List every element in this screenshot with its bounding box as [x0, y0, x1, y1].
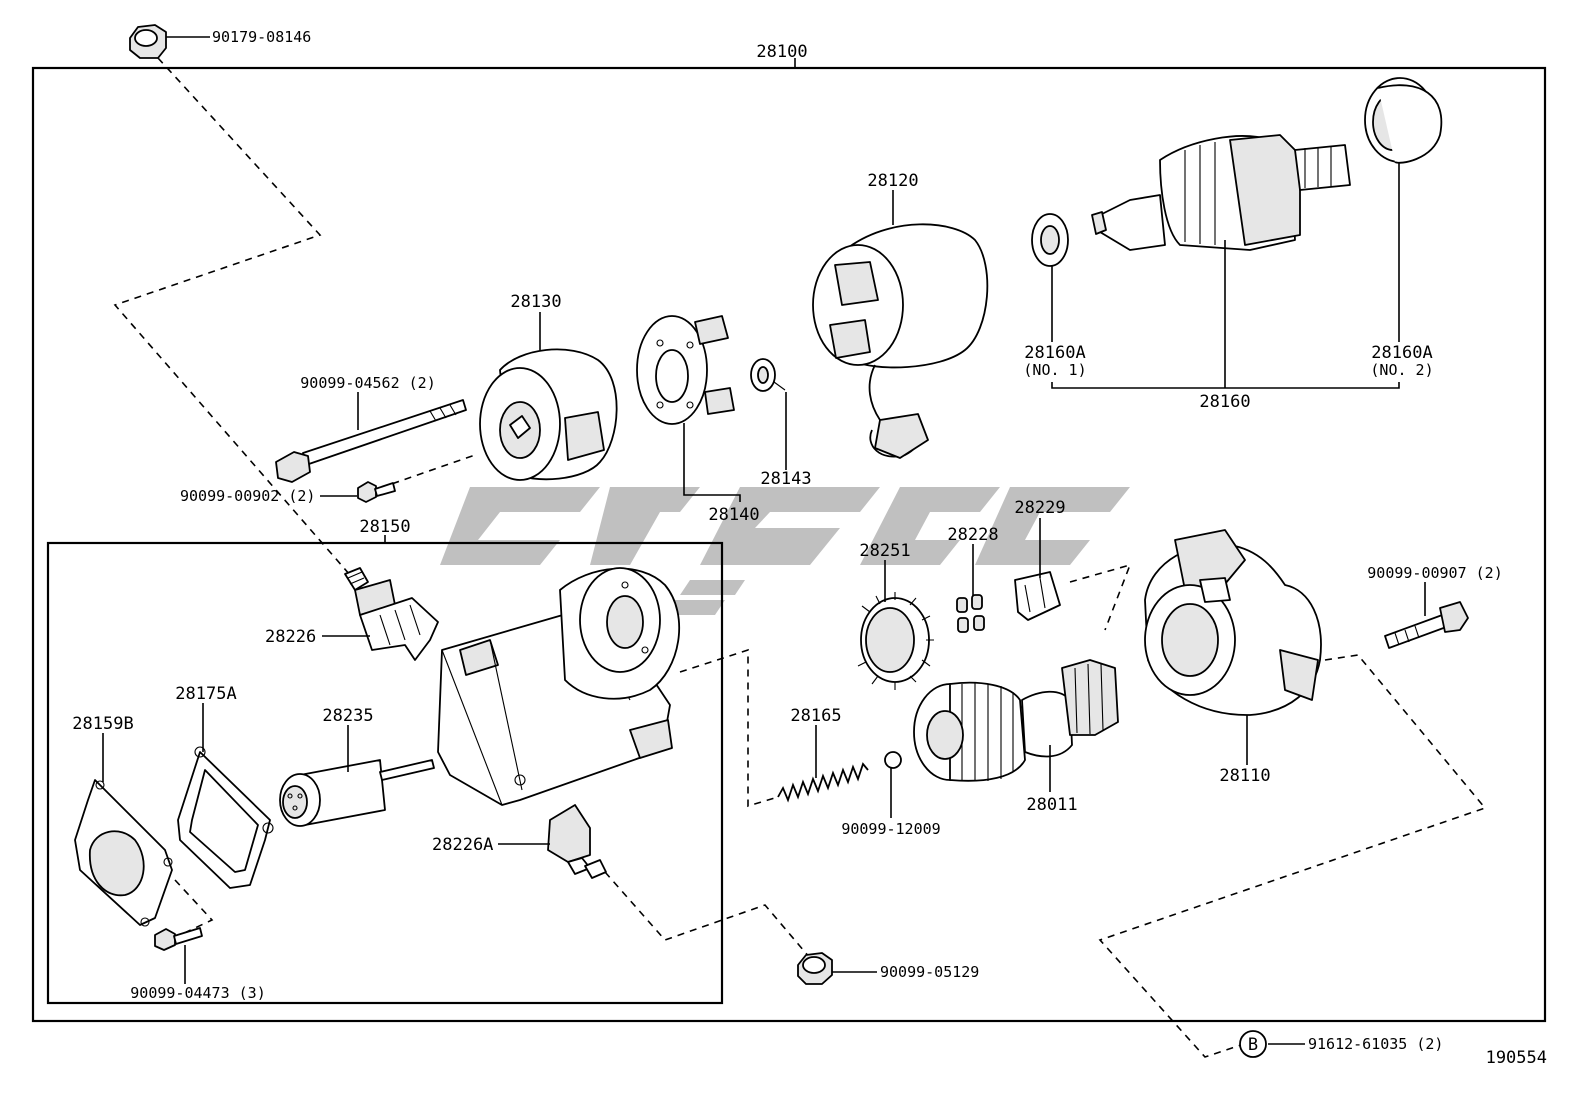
label-28251[interactable]: 28251	[859, 541, 910, 561]
assembly-guide-lines	[113, 57, 1487, 1058]
label-28160a-no2[interactable]: 28160A	[1371, 343, 1432, 363]
drawing-number: 190554	[1486, 1048, 1547, 1068]
callout-b-circle: B	[1239, 1030, 1267, 1058]
label-28100: 28100	[756, 42, 807, 62]
label-90099-00907[interactable]: 90099-00907 (2)	[1367, 564, 1502, 582]
label-90179-08146[interactable]: 90179-08146	[212, 28, 311, 46]
label-28160a-no2-note: (NO. 2)	[1370, 361, 1433, 379]
label-28160a-no1-note: (NO. 1)	[1023, 361, 1086, 379]
bolt-90099-00907[interactable]	[1384, 601, 1469, 649]
label-90099-04473[interactable]: 90099-04473 (3)	[130, 984, 265, 1002]
label-28150: 28150	[359, 517, 410, 537]
switch-cover-28159b[interactable]	[74, 779, 173, 927]
screw-90099-04473[interactable]	[154, 927, 203, 951]
label-90099-00902[interactable]: 90099-00902 (2)	[180, 487, 315, 505]
assembly-frame-28100	[31, 58, 1547, 1023]
subassembly-frame-28150	[46, 535, 724, 1005]
label-28226[interactable]: 28226	[265, 627, 316, 647]
label-28165[interactable]: 28165	[790, 706, 841, 726]
nut-90179-08146[interactable]	[129, 24, 167, 59]
steel-ball-90099-12009[interactable]	[884, 751, 902, 769]
armature-28160[interactable]	[1091, 134, 1351, 251]
label-28228[interactable]: 28228	[947, 525, 998, 545]
label-90099-04562[interactable]: 90099-04562 (2)	[300, 374, 435, 392]
commutator-end-frame-28130[interactable]	[479, 348, 618, 481]
bearing-28160a-no1[interactable]	[1031, 213, 1069, 267]
label-28175a[interactable]: 28175A	[175, 684, 236, 704]
label-28160[interactable]: 28160	[1199, 392, 1250, 412]
terminal-kit-28226[interactable]	[344, 567, 439, 661]
label-28120[interactable]: 28120	[867, 171, 918, 191]
label-90099-05129[interactable]: 90099-05129	[880, 963, 979, 981]
starter-housing-28110[interactable]	[1144, 529, 1322, 716]
plunger-28235[interactable]	[279, 759, 435, 827]
clutch-rollers-28228[interactable]	[956, 594, 985, 633]
label-28226a[interactable]: 28226A	[432, 835, 493, 855]
label-28160a-no1[interactable]: 28160A	[1024, 343, 1085, 363]
leader-lines	[102, 36, 1426, 1045]
return-spring-28165[interactable]	[777, 762, 869, 803]
brush-holder-28140[interactable]	[636, 315, 735, 425]
gasket-28175a[interactable]	[177, 746, 274, 889]
brush-spring-28143[interactable]	[750, 358, 786, 392]
terminal-kit-28226a[interactable]	[547, 804, 607, 879]
watermark-logo	[440, 487, 1130, 615]
callout-b-letter: B	[1248, 1035, 1258, 1055]
label-28140[interactable]: 28140	[708, 505, 759, 525]
label-28143[interactable]: 28143	[760, 469, 811, 489]
starter-clutch-28011[interactable]	[913, 659, 1119, 782]
label-28159b[interactable]: 28159B	[72, 714, 133, 734]
label-28130[interactable]: 28130	[510, 292, 561, 312]
roller-retainer-28229[interactable]	[1014, 571, 1061, 621]
label-28011[interactable]: 28011	[1026, 795, 1077, 815]
label-91612-61035[interactable]: 91612-61035 (2)	[1308, 1035, 1443, 1053]
bearing-28160a-no2[interactable]	[1364, 77, 1443, 164]
through-bolt-90099-04562[interactable]	[275, 399, 467, 483]
label-90099-12009[interactable]: 90099-12009	[841, 820, 940, 838]
nut-90099-05129[interactable]	[797, 952, 833, 985]
label-28235[interactable]: 28235	[322, 706, 373, 726]
label-28229[interactable]: 28229	[1014, 498, 1065, 518]
idler-gear-28251[interactable]	[857, 592, 934, 690]
screw-90099-00902[interactable]	[357, 481, 396, 503]
magnetic-switch-28150[interactable]	[437, 567, 681, 806]
label-28110[interactable]: 28110	[1219, 766, 1270, 786]
yoke-assembly-28120[interactable]	[812, 223, 989, 459]
